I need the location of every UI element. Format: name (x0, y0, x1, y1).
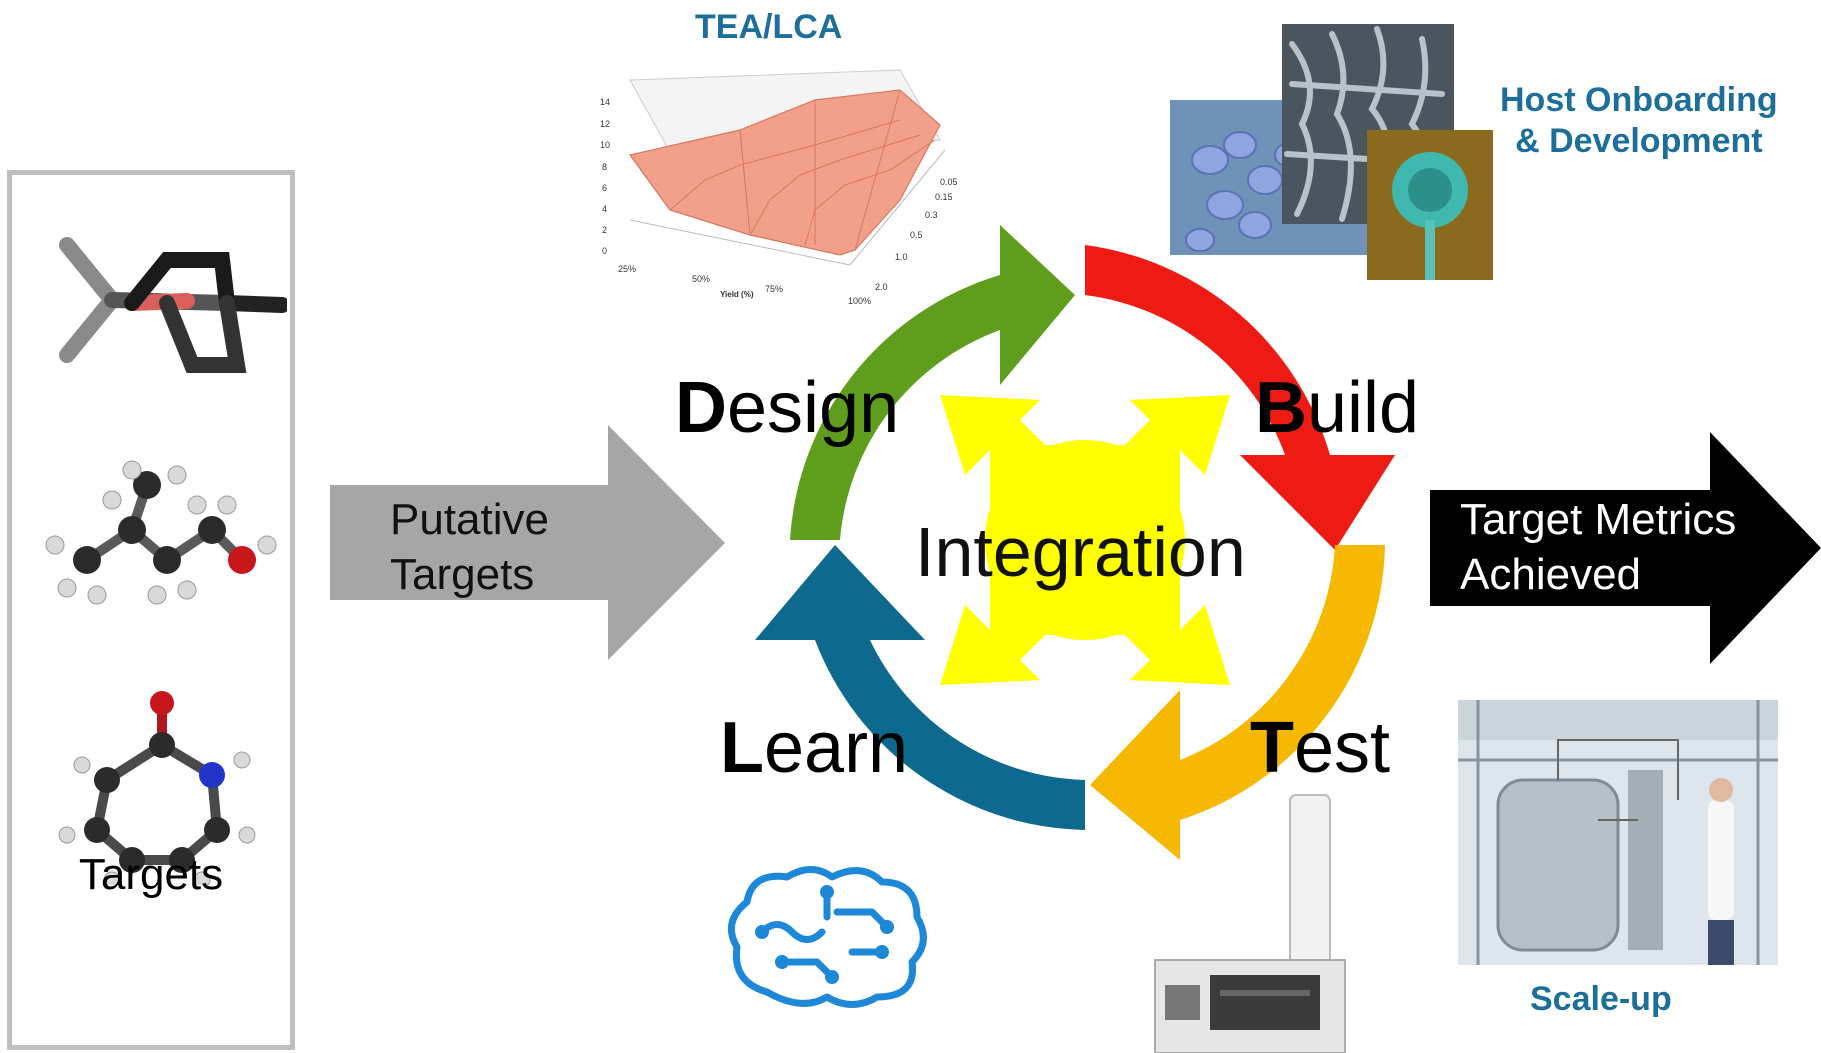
molecule-bicyclic-icon (59, 237, 287, 373)
tea-z-tick: 12 (600, 119, 610, 129)
tea-y-tick: 0.15 (935, 192, 953, 202)
putative-targets-label: Putative Targets (390, 492, 549, 602)
mass-spectrometer-image (1154, 794, 1346, 1053)
host-line1: Host Onboarding (1500, 81, 1778, 119)
target-metrics-line2: Achieved (1460, 550, 1642, 599)
tea-z-tick: 14 (600, 97, 610, 107)
host-onboarding-caption: Host Onboarding & Development (1500, 80, 1778, 162)
tea-y-tick: 0.5 (910, 230, 923, 240)
target-metrics-label: Target Metrics Achieved (1460, 492, 1736, 602)
test-rest: est (1293, 708, 1391, 788)
dbtl-cycle (755, 225, 1395, 860)
test-arrow (1090, 545, 1385, 860)
tea-lca-caption: TEA/LCA (695, 8, 843, 46)
tea-x-tick: 100% (848, 296, 871, 306)
integration-burst-icon (940, 395, 1230, 685)
learn-label: Learn (720, 712, 908, 784)
build-rest: uild (1307, 368, 1420, 448)
tea-y-tick: 0.3 (925, 210, 938, 220)
tea-x-tick: 50% (692, 274, 710, 284)
design-arrow (790, 225, 1075, 540)
target-metrics-arrow (1430, 432, 1821, 664)
tea-y-tick: 0.05 (940, 177, 958, 187)
tea-y-tick: 2.0 (875, 282, 888, 292)
tea-z-tick: 2 (602, 225, 607, 235)
design-label: Design (675, 372, 899, 444)
build-label: Build (1255, 372, 1419, 444)
build-initial: B (1255, 368, 1307, 448)
design-rest: esign (727, 368, 900, 448)
tea-y-tick: 1.0 (895, 252, 908, 262)
tea-z-tick: 4 (602, 204, 607, 214)
tea-x-ticks: 25% 50% 75% 100% (618, 264, 871, 306)
molecule-alcohol-icon (45, 460, 277, 605)
design-initial: D (675, 368, 727, 448)
tea-z-tick: 10 (600, 140, 610, 150)
aspergillus-micrograph-image (1367, 130, 1493, 280)
targets-label: Targets (78, 850, 224, 899)
host-line2: & Development (1515, 121, 1763, 160)
tea-z-tick: 6 (602, 183, 607, 193)
putative-targets-line1: Putative (390, 495, 549, 544)
putative-targets-arrow (330, 425, 725, 660)
tea-x-tick: 75% (765, 284, 783, 294)
build-arrow (1085, 245, 1395, 550)
putative-targets-line2: Targets (390, 550, 535, 599)
tea-y-ticks: 0.05 0.15 0.3 0.5 1.0 2.0 (875, 177, 958, 292)
test-label: Test (1250, 712, 1390, 784)
molecule-caprolactam-icon (58, 691, 256, 885)
tea-x-tick: 25% (618, 264, 636, 274)
test-initial: T (1250, 708, 1294, 788)
tea-z-ticks: 14 12 10 8 6 4 2 0 (600, 97, 610, 256)
target-metrics-line1: Target Metrics (1460, 495, 1737, 544)
bioreactor-facility-image (1458, 700, 1778, 965)
brain-circuit-icon (727, 866, 927, 1008)
learn-rest: earn (763, 708, 909, 788)
tea-lca-surface-chart: 14 12 10 8 6 4 2 0 25% 50% 75% 100% Yiel… (600, 69, 958, 306)
tea-z-tick: 0 (602, 246, 607, 256)
scale-up-caption: Scale-up (1530, 980, 1672, 1018)
tea-z-tick: 8 (602, 162, 607, 172)
learn-arrow (755, 545, 1085, 830)
targets-panel: Targets (7, 170, 295, 1050)
tea-x-label: Yield (%) (720, 290, 754, 299)
integration-label: Integration (915, 513, 1246, 591)
learn-initial: L (720, 708, 764, 788)
